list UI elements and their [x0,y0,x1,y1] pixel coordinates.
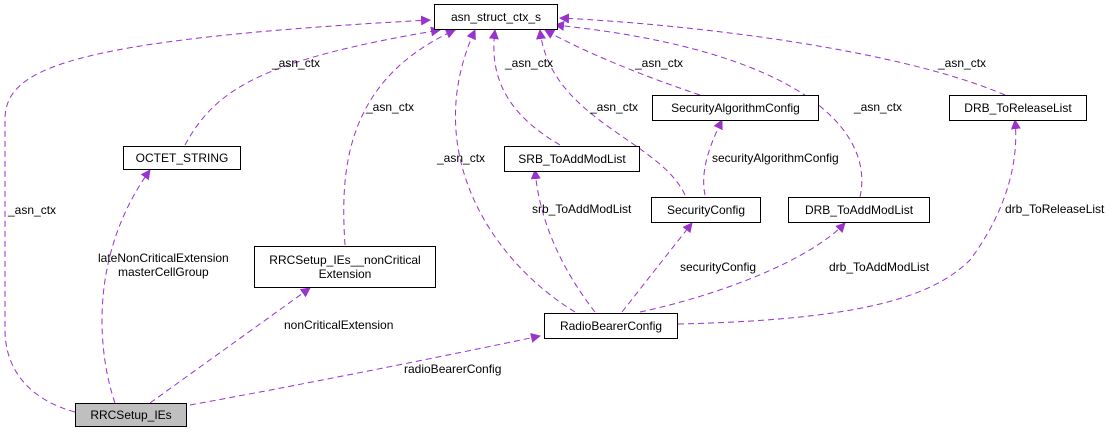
node-drb-to-add-mod-list-label: DRB_ToAddModList [804,203,914,217]
node-drb-to-release-list-label: DRB_ToReleaseList [964,101,1072,115]
node-octet-string-label: OCTET_STRING [135,151,229,165]
edge-label-asn-ctx-security: _asn_ctx [590,100,639,114]
edge-label-late-non-critical-line2: masterCellGroup [118,265,209,279]
edge-label-drb-to-release-list: drb_ToReleaseList [1005,202,1105,216]
edge-label-drb-to-add-mod-list: drb_ToAddModList [829,260,930,274]
node-asn-struct-ctx-s[interactable]: asn_struct_ctx_s [434,4,558,30]
edge-radio-bearer-config-to-drb-release [677,119,1021,325]
node-asn-struct-ctx-s-label: asn_struct_ctx_s [450,10,542,24]
node-rrcsetup-ies[interactable]: RRCSetup_IEs [75,403,187,427]
node-security-algorithm-config-label: SecurityAlgorithmConfig [671,101,800,115]
edge-label-asn-ctx-radio: _asn_ctx [437,151,486,165]
edge-radio-bearer-config-to-drb-add [639,222,846,313]
node-security-config-label: SecurityConfig [666,203,746,217]
node-security-config[interactable]: SecurityConfig [651,197,761,223]
edge-label-radio-bearer-config: radioBearerConfig [404,362,502,376]
node-rrcsetup-ies-nce-label-line2: Extension [318,267,372,281]
edge-radio-bearer-config-to-security-config [621,222,693,313]
edge-rrcsetup-ies-to-nce [149,287,311,404]
node-radio-bearer-config-label: RadioBearerConfig [559,319,663,333]
edge-label-security-algorithm-config: securityAlgorithmConfig [712,151,839,165]
edge-rrcsetup-ies-to-radio-bearer-config [189,332,541,406]
edge-security-config-to-security-algorithm-config [703,119,723,196]
edge-label-late-non-critical: lateNonCriticalExtension masterCellGroup [98,251,229,279]
edge-label-asn-ctx-octet: _asn_ctx [272,56,321,70]
edge-nce-to-asn-struct-ctx [343,29,456,246]
edge-label-asn-ctx-drb-add: _asn_ctx [854,100,903,114]
edge-radio-bearer-config-to-srb [530,169,596,313]
node-radio-bearer-config[interactable]: RadioBearerConfig [544,313,678,339]
edge-label-late-non-critical-line1: lateNonCriticalExtension [98,251,229,265]
node-drb-to-release-list[interactable]: DRB_ToReleaseList [949,95,1087,121]
edge-label-asn-ctx-srb: _asn_ctx [505,56,554,70]
edge-drb-release-to-asn-struct-ctx [559,13,1006,96]
node-rrcsetup-ies-label: RRCSetup_IEs [90,408,172,422]
node-rrcsetup-ies-noncritical-extension[interactable]: RRCSetup_IEs__nonCritical Extension [254,246,436,288]
edge-label-security-config: securityConfig [680,260,757,274]
edge-label-asn-ctx-drb-release: _asn_ctx [938,56,987,70]
edge-srb-to-asn-struct-ctx [488,29,561,146]
edge-octet-string-to-asn-struct-ctx [184,26,441,146]
edge-label-srb-to-add-mod-list: srb_ToAddModList [532,202,632,216]
node-rrcsetup-ies-nce-label-line1: RRCSetup_IEs__nonCritical [269,253,421,267]
edge-label-asn-ctx-left: _asn_ctx [8,203,57,217]
node-security-algorithm-config[interactable]: SecurityAlgorithmConfig [652,95,819,121]
edge-security-config-to-asn-struct-ctx [536,29,686,196]
edge-rrcsetup-ies-to-octet-string [101,169,151,404]
edge-label-non-critical-extension: nonCriticalExtension [284,318,394,332]
node-srb-to-add-mod-list[interactable]: SRB_ToAddModList [504,146,640,172]
node-octet-string[interactable]: OCTET_STRING [123,146,241,170]
edge-rrcsetup-ies-to-asn-struct-ctx [4,15,431,413]
edge-radio-bearer-config-to-asn-struct-ctx [454,29,576,313]
edge-label-asn-ctx-nce: _asn_ctx [366,100,415,114]
edge-security-algorithm-config-to-asn-struct-ctx [544,29,701,96]
edge-label-asn-ctx-secalg: _asn_ctx [635,56,684,70]
node-srb-to-add-mod-list-label: SRB_ToAddModList [518,152,626,166]
node-drb-to-add-mod-list[interactable]: DRB_ToAddModList [788,197,930,223]
